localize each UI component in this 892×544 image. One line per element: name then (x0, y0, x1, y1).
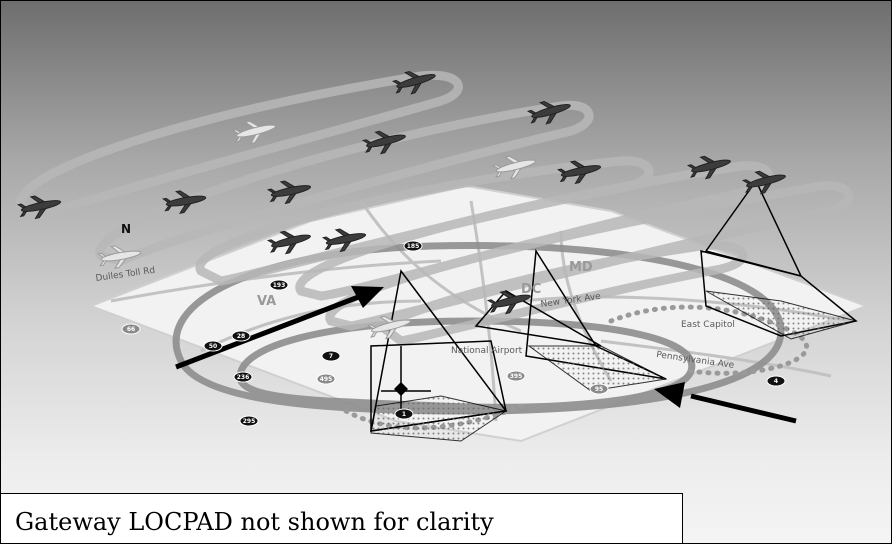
aircraft-icon (361, 130, 406, 155)
cone-footprints (370, 290, 858, 442)
route-shield: 7 (321, 350, 341, 362)
aircraft-icon (266, 180, 312, 205)
route-shield-label: 295 (243, 418, 256, 425)
route-shield-label: 28 (237, 333, 245, 340)
route-shield: 95 (589, 383, 609, 395)
route-shield-label: 1 (402, 411, 406, 418)
aircraft-icon (366, 315, 411, 340)
caption: Gateway LOCPAD not shown for clarity (1, 493, 683, 543)
label-dulles-toll-rd: Dulles Toll Rd (95, 266, 156, 284)
aircraft-icon (231, 120, 276, 145)
aircraft-icon (266, 230, 311, 255)
aircraft-icon (321, 228, 367, 253)
route-shield: 4 (766, 375, 786, 387)
aircraft-icon (97, 245, 142, 269)
route-shield: 28 (231, 330, 251, 342)
aircraft-icon (686, 155, 731, 180)
label-va: VA (257, 294, 276, 309)
route-shield: 295 (239, 415, 259, 427)
route-shield-label: 95 (595, 386, 603, 393)
cone-marker-diamond (394, 382, 408, 396)
aircraft-icon (491, 155, 536, 180)
route-shield-label: 395 (510, 373, 523, 380)
route-shield-label: 4 (774, 378, 778, 385)
label-national-airport: National Airport (451, 346, 523, 356)
route-shield: 395 (506, 370, 526, 382)
aircraft-icon (16, 195, 62, 220)
airspace-diagram: VA MD DC Dulles Toll Rd New York Ave Eas… (16, 70, 869, 443)
route-shield-label: 185 (407, 243, 420, 250)
aircraft-layer (16, 70, 786, 340)
label-md: MD (569, 260, 593, 275)
route-shield-label: 50 (209, 343, 217, 350)
route-shield-label: 495 (320, 376, 333, 383)
aircraft-icon (741, 170, 786, 195)
aircraft-icon (391, 70, 436, 95)
aircraft-icon (526, 100, 571, 125)
route-shield-label: 193 (273, 282, 286, 289)
aircraft-icon (556, 160, 602, 185)
label-east-capitol: East Capitol (681, 320, 735, 330)
label-dc: DC (521, 282, 541, 297)
route-shield-label: 66 (127, 326, 135, 333)
route-shield: 193 (269, 279, 289, 291)
aircraft-icon (162, 190, 207, 214)
route-shield: 495 (316, 373, 336, 385)
route-shield: 236 (233, 371, 253, 383)
compass-label: N (121, 222, 131, 236)
route-shield: 66 (121, 323, 141, 335)
approach-tracks (16, 70, 854, 346)
route-shield: 185 (403, 240, 423, 252)
aircraft-icon (486, 290, 531, 315)
route-shield-label: 7 (329, 353, 333, 360)
pointer-arrows (175, 286, 797, 424)
route-shield-label: 236 (237, 374, 250, 381)
route-shield: 50 (203, 340, 223, 352)
route-shield: 1 (394, 408, 414, 420)
